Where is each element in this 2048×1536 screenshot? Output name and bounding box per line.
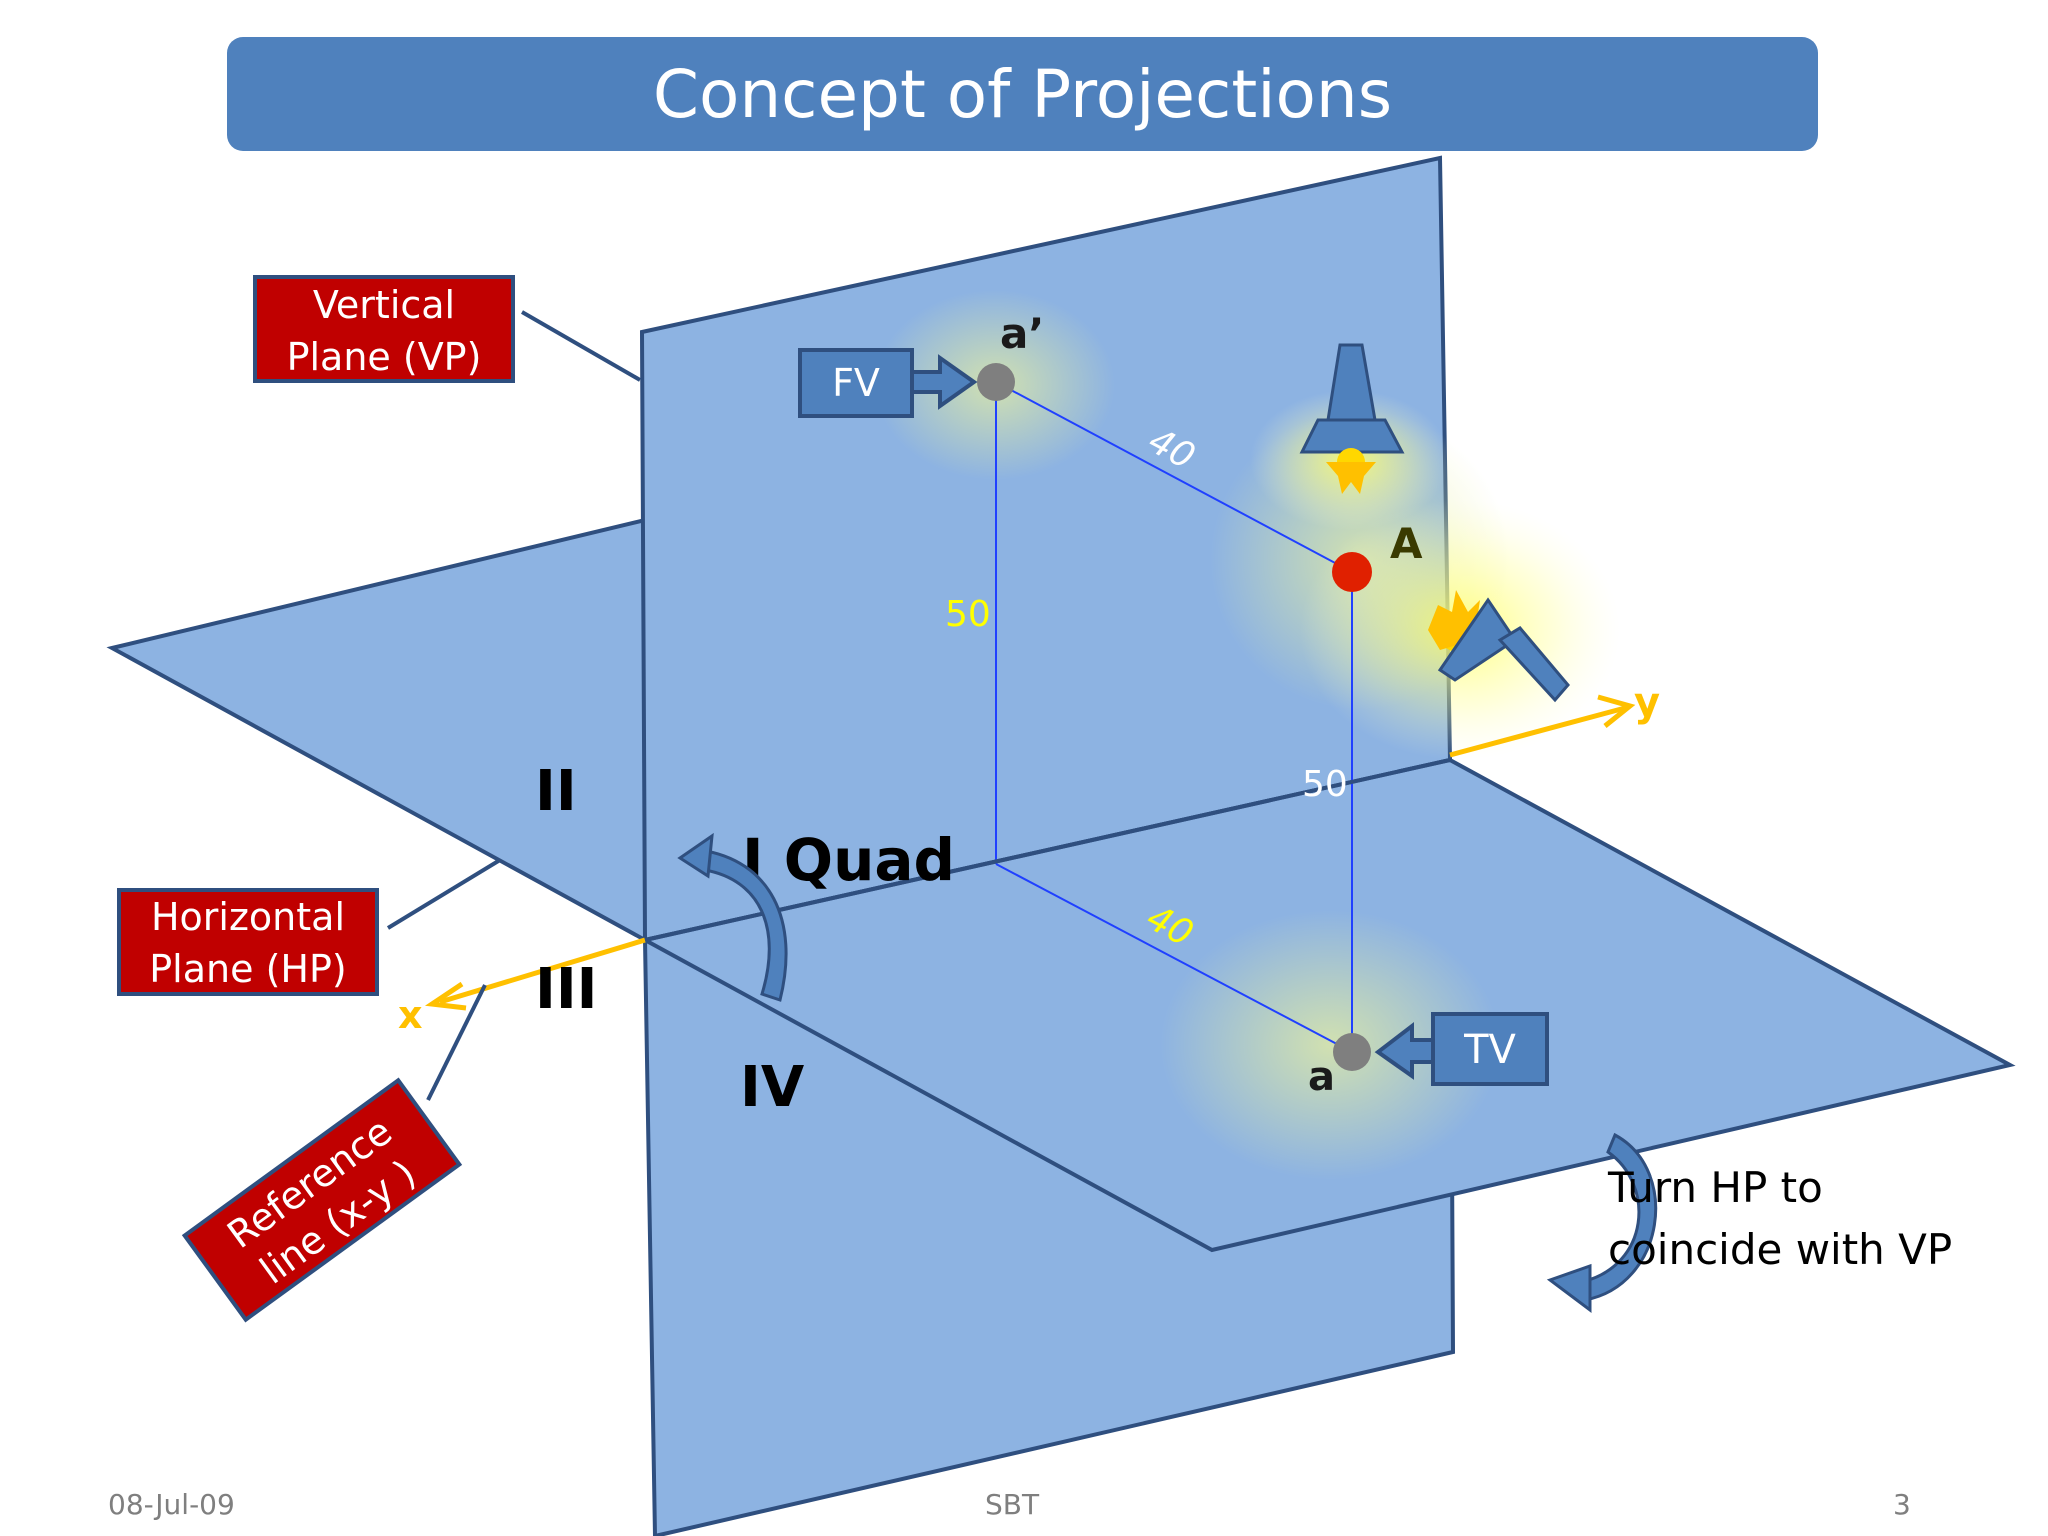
note-line2: coincide with VP — [1608, 1225, 1952, 1274]
lamp-side-icon — [1428, 590, 1570, 703]
hp-callout-line2: Plane (HP) — [149, 947, 346, 991]
point-top-view — [1333, 1033, 1371, 1071]
projector-vp-diagonal — [995, 381, 1353, 573]
note-line1: Turn HP to — [1607, 1163, 1823, 1212]
vp-callout-box — [253, 275, 515, 383]
reference-line-y — [1449, 705, 1626, 758]
vp-leader-line — [521, 310, 641, 382]
axis-x-label: x — [398, 993, 423, 1037]
point-front-view — [977, 363, 1015, 401]
hp-callout-line1: Horizontal — [151, 895, 345, 939]
vp-callout-line2: Plane (VP) — [287, 335, 482, 379]
quadrant-ii: II — [535, 759, 577, 824]
reference-line-x — [439, 937, 646, 1005]
slide-title: Concept of Projections — [652, 55, 1393, 133]
y-arrowhead — [1597, 694, 1636, 728]
dim-object-vertical: 50 — [1302, 764, 1348, 805]
top-view-glow — [1160, 910, 1500, 1180]
title-bar: Concept of Projections — [227, 37, 1818, 151]
axis-y-label: y — [1634, 680, 1660, 726]
fv-callout — [798, 348, 978, 418]
hp-callout-box — [117, 888, 379, 996]
rotation-arrow-icon — [677, 832, 788, 1002]
quadrant-iii: III — [535, 957, 598, 1022]
ref-callout: Reference line (x-y ) — [181, 1077, 463, 1323]
projector-hp-diagonal — [995, 863, 1353, 1053]
turn-hp-arrow-icon — [1546, 1132, 1658, 1313]
x-arrowhead — [424, 981, 467, 1011]
hp-leader-line — [386, 858, 502, 930]
lamp-top-icon — [1299, 343, 1405, 494]
quadrant-i: I Quad — [742, 826, 955, 894]
tv-label: TV — [1463, 1027, 1516, 1073]
ref-leader-line — [426, 984, 487, 1101]
fv-label: FV — [832, 361, 880, 405]
footer-date: 08-Jul-09 — [108, 1488, 235, 1521]
point-object — [1332, 552, 1372, 592]
quadrant-iv: IV — [740, 1055, 805, 1120]
label-object-a: A — [1390, 519, 1423, 568]
vp-callout-line1: Vertical — [313, 283, 455, 327]
tv-callout — [1374, 1012, 1549, 1086]
label-a: a — [1308, 1054, 1335, 1100]
label-a-prime: a’ — [1000, 309, 1044, 358]
dim-vp-vertical: 50 — [945, 594, 991, 635]
footer-page-number: 3 — [1893, 1488, 1911, 1521]
footer-center: SBT — [985, 1488, 1040, 1521]
